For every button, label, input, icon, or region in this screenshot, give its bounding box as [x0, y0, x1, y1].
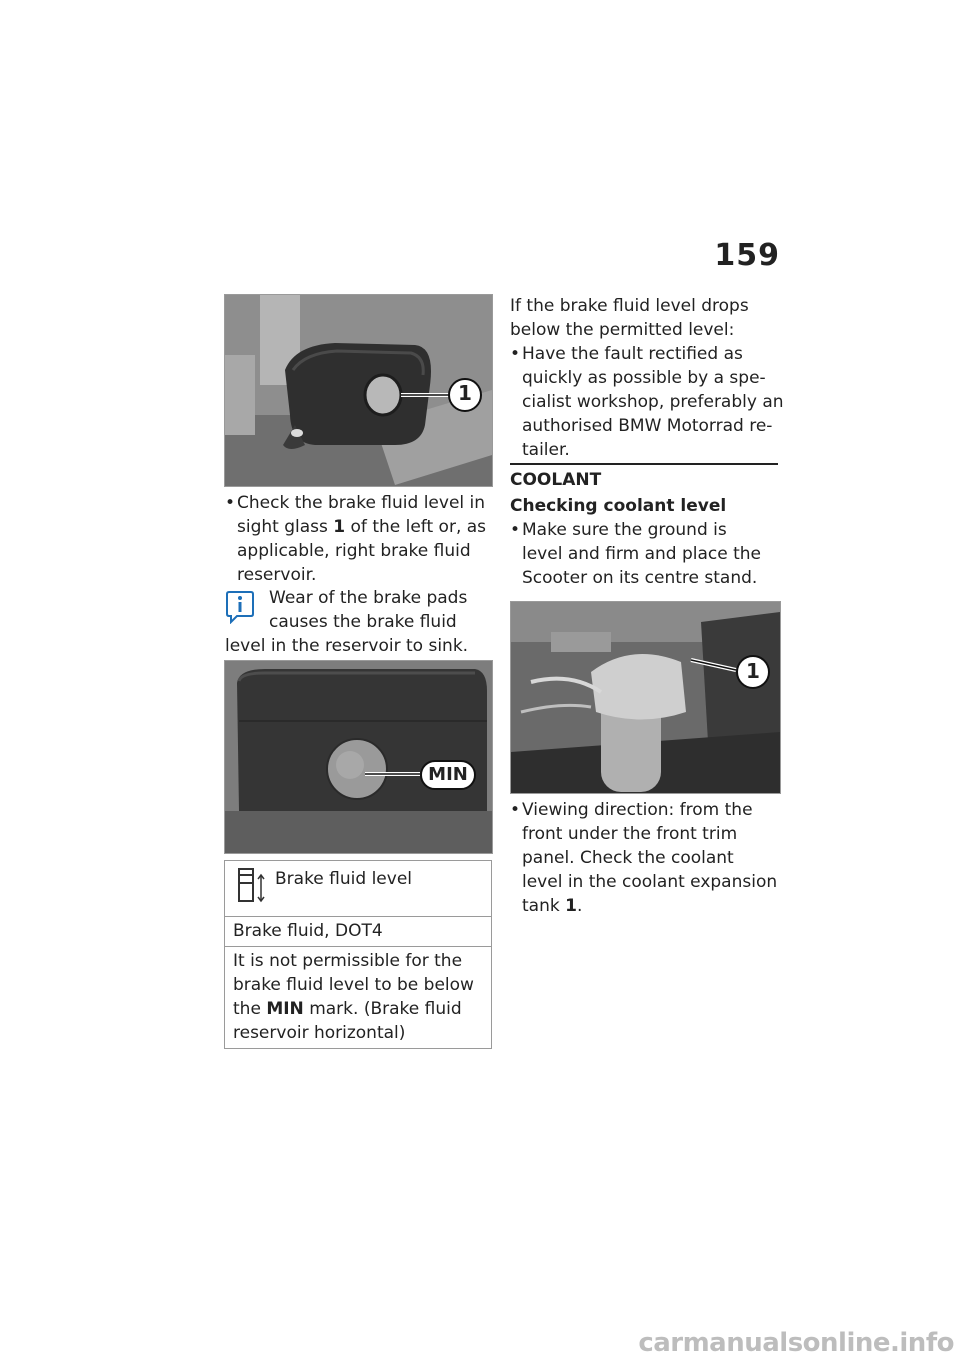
photo-callout-1: 1	[746, 659, 760, 683]
spec-fluid-row: Brake fluid, DOT4	[225, 916, 491, 946]
bullet-ground: Make sure the ground is level and firm a…	[510, 518, 785, 590]
page-number: 159	[714, 238, 780, 273]
photo-callout-min: MIN	[428, 764, 468, 785]
info-note-line: Wear of the brake pads	[269, 588, 468, 608]
info-note: Wear of the brake pads causes the brake …	[225, 586, 495, 658]
photo-callout-1: 1	[458, 381, 472, 405]
fluid-level-icon	[238, 868, 265, 903]
info-icon	[225, 590, 255, 625]
section-title: COOLANT	[510, 470, 602, 490]
bullet-line: Check the brake fluid level in sight gla…	[225, 491, 495, 587]
spec-title-row: Brake fluid level	[225, 861, 491, 916]
subsection-title: Checking coolant level	[510, 496, 727, 516]
brake-fluid-spec-table: Brake fluid level Brake fluid, DOT4 It i…	[224, 860, 492, 1049]
brake-reservoir-photo: 1	[224, 294, 493, 487]
bullet-fault: Have the fault rectified as quickly as p…	[510, 342, 785, 462]
section-divider	[510, 463, 778, 465]
intro-text: If the brake fluid level drops below the…	[510, 294, 785, 462]
bullet-viewing-direction: Viewing direction: from the front under …	[510, 798, 785, 918]
coolant-tank-photo: 1	[510, 601, 781, 794]
spec-desc-row: It is not permissible for the brake flui…	[225, 946, 491, 1048]
brake-reservoir-min-photo: MIN	[224, 660, 493, 854]
bullet-check-sight-glass: Check the brake fluid level in sight gla…	[225, 491, 495, 587]
info-note-line: causes the brake fluid	[269, 612, 457, 632]
watermark: carmanualsonline.info	[638, 1328, 954, 1358]
info-note-line: level in the reservoir to sink.	[225, 636, 469, 656]
spec-title: Brake fluid level	[275, 869, 412, 889]
